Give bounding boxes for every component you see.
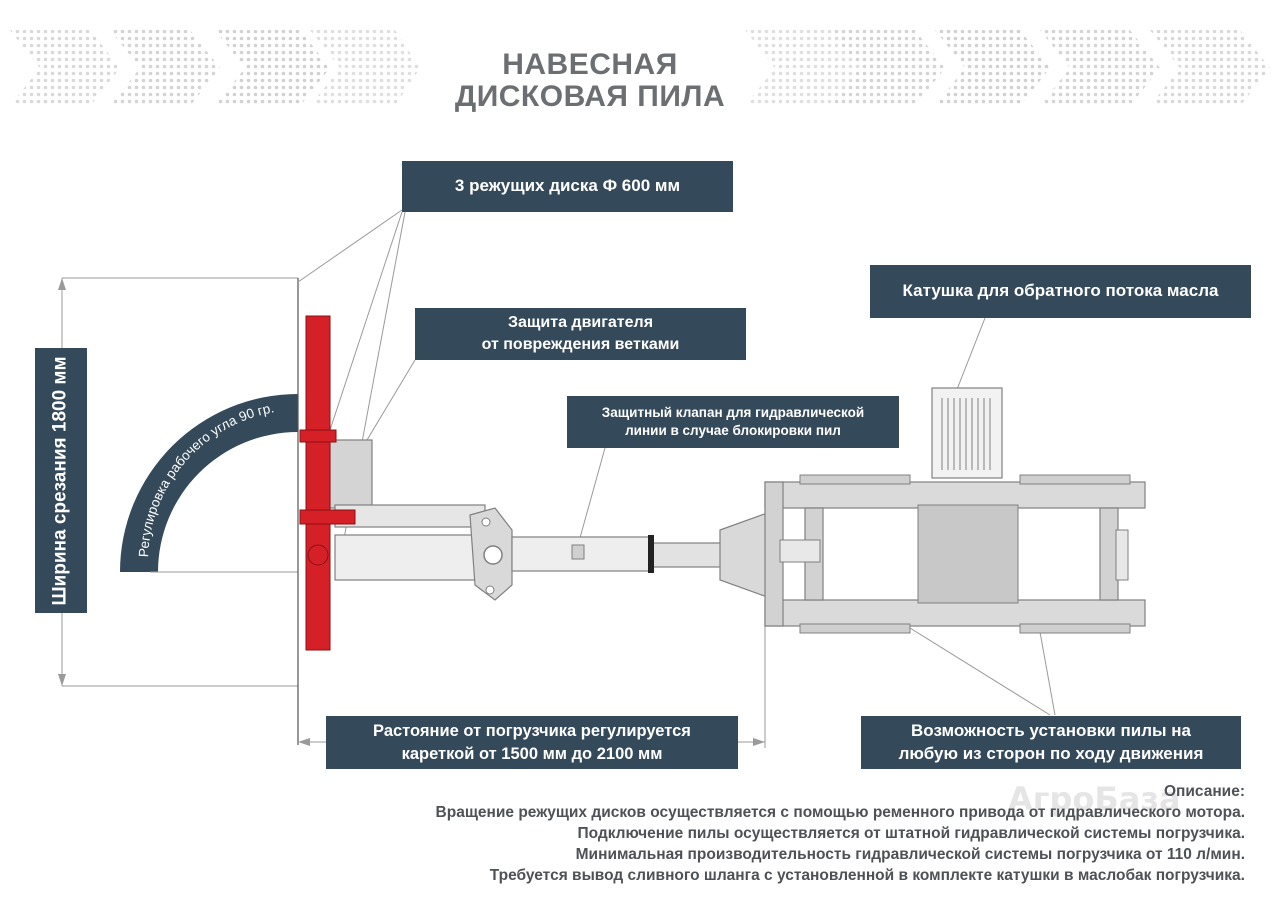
bolt-strip-1 <box>799 474 911 485</box>
frame-right-post <box>1099 507 1119 601</box>
bolt-strip-2 <box>1019 474 1131 485</box>
sides-label: Возможность установки пилы на любую из с… <box>861 716 1241 769</box>
beam-clamp <box>648 535 654 573</box>
discs-leader-2 <box>329 211 403 431</box>
protective-valve <box>571 544 585 560</box>
width-arrow-down <box>58 674 66 686</box>
title-line-2: ДИСКОВАЯ ПИЛА <box>454 80 726 113</box>
distance-label: Растояние от погрузчика регулируется кар… <box>326 716 738 769</box>
watermark: АгроБаза <box>1008 780 1181 818</box>
lower-arm <box>334 534 481 581</box>
bolt-strip-4 <box>1019 623 1131 634</box>
discs-leader-1 <box>297 209 403 283</box>
description-block: Описание: Вращение режущих дисков осущес… <box>436 782 1245 887</box>
frame-hitch <box>779 539 821 563</box>
coil-windings <box>941 398 991 470</box>
pivot-hole <box>483 545 503 565</box>
distance-arrow-left <box>298 738 310 746</box>
saw-hub <box>307 544 329 566</box>
sides-leader-2 <box>1039 631 1056 716</box>
description-line: Вращение режущих дисков осуществляется с… <box>435 803 1245 821</box>
valve-leader <box>577 447 606 546</box>
cutting-width-label: Ширина срезания 1800 мм <box>35 348 87 613</box>
bolt-strip-3 <box>799 623 911 634</box>
description-line: Минимальная производительность гидравлич… <box>575 845 1245 863</box>
width-arrow-up <box>58 278 66 290</box>
description-line: Требуется вывод сливного шланга с устано… <box>489 866 1245 884</box>
saw-bracket-top <box>299 429 337 443</box>
distance-arrow-right <box>753 738 765 746</box>
header-band: НАВЕСНАЯ ДИСКОВАЯ ПИЛА <box>0 0 1280 135</box>
title-line-1: НАВЕСНАЯ <box>502 48 678 81</box>
frame-top-rail <box>764 481 1146 509</box>
discs-label: 3 режущих диска Ф 600 мм <box>402 161 733 212</box>
pivot-bolt-2 <box>485 585 495 595</box>
description-heading: Описание: <box>1163 783 1245 800</box>
frame-center-plate <box>917 504 1019 604</box>
saw-bracket-mid <box>299 509 356 525</box>
description-line: Подключение пилы осуществляется от штатн… <box>577 824 1245 842</box>
saw-blade-guard <box>305 315 331 651</box>
frame-side-bracket <box>1115 529 1129 581</box>
pivot-bolt-1 <box>481 517 491 527</box>
engine-housing <box>329 439 373 509</box>
connector-wedge <box>719 511 771 599</box>
angle-arc-band <box>120 394 298 572</box>
valve-label: Защитный клапан для гидравлической линии… <box>567 396 899 448</box>
sides-leader-1 <box>909 627 1051 716</box>
engine-protection-label: Защита двигателя от повреждения ветками <box>415 308 746 360</box>
coil-label: Катушка для обратного потока масла <box>870 265 1251 318</box>
header-dot-pattern <box>10 30 1270 106</box>
frame-bottom-rail <box>764 599 1146 627</box>
upper-arm <box>334 504 486 528</box>
